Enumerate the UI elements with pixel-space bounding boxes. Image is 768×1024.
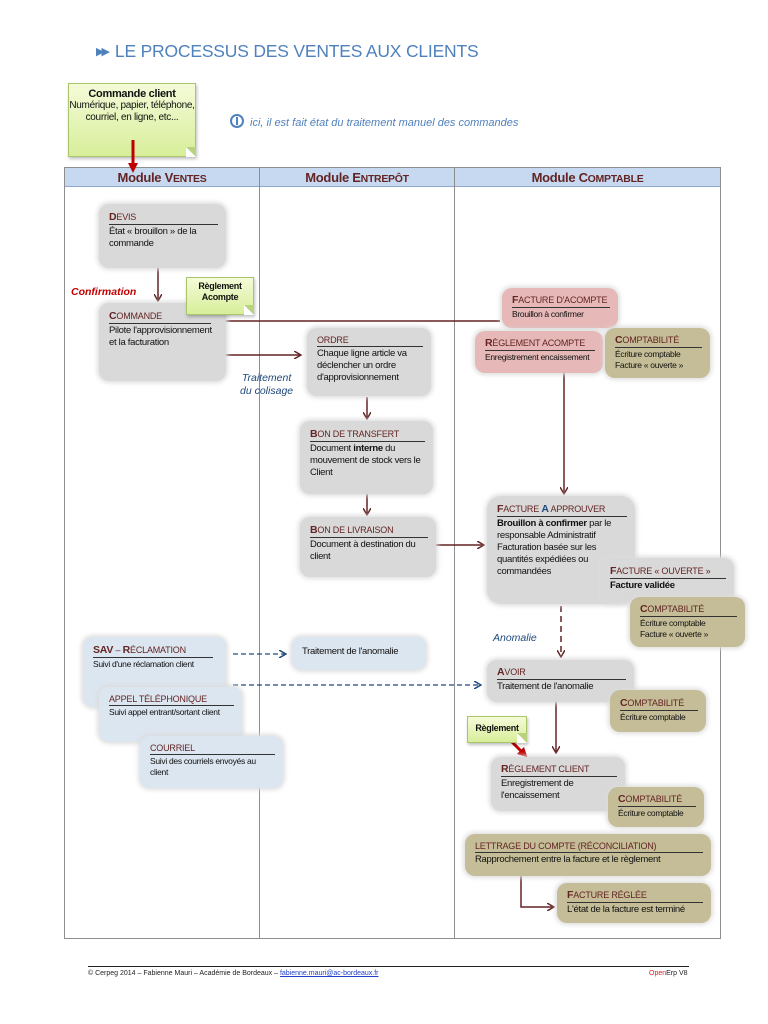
box-body: Suivi appel entrant/sortant client [109,707,220,717]
box-facture-ouverte[interactable]: FACTURE « OUVERTE » Facture validée [600,558,734,602]
box-body: Document interne du mouvement de stock v… [310,443,421,478]
lane-divider [259,168,260,938]
double-chevron-right-icon: ▶▶ [96,46,110,58]
confirmation-label: Confirmation [71,286,137,298]
colisage-label-line: du colisage [240,385,294,397]
lane-header-prefix: Module [305,170,353,185]
box-bon-livraison[interactable]: BON DE LIVRAISON Document à destination … [300,517,436,577]
box-title: FACTURE RÉGLÉE [567,889,703,903]
reglement-acompte-note: Règlement Acompte [186,277,254,315]
box-title: LETTRAGE DU COMPTE (RÉCONCILIATION) [475,841,703,853]
box-reglement-client[interactable]: RÈGLEMENT CLIENT Enregistrement de l'enc… [491,757,625,811]
box-body: Document à destination du client [310,539,416,562]
box-body: Enregistrement encaissement [485,352,590,362]
box-bon-transfert[interactable]: BON DE TRANSFERT Document interne du mou… [300,421,433,494]
lane-header-cap: V [164,170,174,185]
box-body: Facture validée [610,580,675,591]
footer-brand-open: Open [649,970,667,977]
footer-version: OpenErp V8 [649,970,688,977]
box-devis[interactable]: DEVIS État « brouillon » de la commande [99,204,226,268]
box-body: L'état de la facture est terminé [567,904,685,915]
box-body: Suivi des courriels envoyés au client [150,756,256,777]
commande-client-body: Numérique, papier, téléphone, courriel, … [69,100,195,123]
box-facture-reglee[interactable]: FACTURE RÉGLÉE L'état de la facture est … [557,883,711,923]
box-body: Chaque ligne article va déclencher un or… [317,348,407,383]
box-title: BON DE TRANSFERT [310,428,425,442]
box-title: COMMANDE [109,310,211,324]
box-facture-acompte[interactable]: FACTURE D'ACOMPTE Brouillon à confirmer [502,288,618,328]
lane-header-comptable: Module COMPTABLE [455,168,720,187]
info-note: ici, il est fait état du traitement manu… [230,112,518,129]
lane-header-prefix: Module [117,170,165,185]
lane-header-ventes: Module VENTES [65,168,259,187]
reglement-note: Règlement [467,716,527,743]
box-body: Écriture comptable [620,712,686,722]
footer-brand-rest: Erp V8 [666,970,688,977]
info-icon [230,114,244,128]
colisage-label: Traitement du colisage [240,372,293,398]
box-lettrage[interactable]: LETTRAGE DU COMPTE (RÉCONCILIATION) Rapp… [465,834,711,876]
lane-header-rest: ENTES [172,173,207,185]
lane-header-rest: OMPTABLE [587,173,644,185]
box-comptabilite-4[interactable]: COMPTABILITÉ Écriture comptable [608,787,704,827]
box-title: AVOIR [497,666,626,680]
box-appel-telephonique[interactable]: APPEL TÉLÉPHONIQUE Suivi appel entrant/s… [99,687,242,742]
lane-header-cap: E [352,170,361,185]
box-title: COMPTABILITÉ [615,334,702,348]
footer-copyright: © Cerpeg 2014 – Fabienne Mauri – Académi… [88,970,379,977]
box-body: Traitement de l'anomalie [497,681,594,692]
box-title: ORDRE [317,335,423,347]
box-body: Traitement de l'anomalie [302,646,399,657]
box-title: BON DE LIVRAISON [310,524,428,538]
box-ordre[interactable]: ORDRE Chaque ligne article va déclencher… [307,328,431,396]
box-body: Enregistrement de l'encaissement [501,778,574,801]
commande-client-title: Commande client [88,88,176,100]
box-title: SAV – RÉCLAMATION [93,644,213,658]
box-reglement-acompte[interactable]: RÈGLEMENT ACOMPTE Enregistrement encaiss… [475,331,603,373]
lane-header-entrepot: Module ENTREPÔT [260,168,454,187]
box-title: APPEL TÉLÉPHONIQUE [109,694,234,706]
swimlane-diagram: Module VENTES Module ENTREPÔT Module COM… [64,167,721,939]
box-title: COMPTABILITÉ [618,793,696,807]
box-title: COMPTABILITÉ [640,603,737,617]
box-body: Écriture comptable [618,808,684,818]
box-body: Suivi d'une réclamation client [93,659,194,669]
footer-email-link[interactable]: fabienne.mauri@ac-bordeaux.fr [279,970,379,977]
commande-client-note: Commande client Numérique, papier, télép… [68,83,196,157]
box-title: RÈGLEMENT CLIENT [501,763,617,777]
box-title: COMPTABILITÉ [620,697,698,711]
lane-header-cap: C [578,170,588,185]
lane-header-rest: NTREPÔT [360,173,409,185]
page-title: ▶▶ LE PROCESSUS DES VENTES AUX CLIENTS [96,41,479,62]
box-title: DEVIS [109,211,218,225]
colisage-label-line: Traitement [241,372,292,384]
box-title: RÈGLEMENT ACOMPTE [485,337,595,351]
box-courriel[interactable]: COURRIEL Suivi des courriels envoyés au … [140,736,283,788]
box-body: Brouillon à confirmer par le responsable… [497,518,612,577]
box-body: État « brouillon » de la commande [109,226,197,249]
box-body: Pilote l'approvisionnement et la factura… [109,325,212,348]
info-note-text: ici, il est fait état du traitement manu… [250,117,519,129]
box-comptabilite-3[interactable]: COMPTABILITÉ Écriture comptable [610,690,706,732]
box-avoir[interactable]: AVOIR Traitement de l'anomalie [487,660,634,702]
lane-divider [454,168,455,938]
lane-header-prefix: Module [531,170,579,185]
box-body: Brouillon à confirmer [512,309,584,319]
box-title: FACTURE « OUVERTE » [610,565,726,579]
footer-copyright-text: © Cerpeg 2014 – Fabienne Mauri – Académi… [88,970,280,977]
box-title: COURRIEL [150,743,275,755]
box-title: FACTURE A APPROUVER [497,503,627,517]
box-commande[interactable]: COMMANDE Pilote l'approvisionnement et l… [99,303,226,381]
box-body: Rapprochement entre la facture et le règ… [475,854,661,865]
footer-divider [88,966,689,967]
box-traitement-anomalie[interactable]: Traitement de l'anomalie [292,637,426,670]
page-title-text: LE PROCESSUS DES VENTES AUX CLIENTS [114,41,479,61]
box-title: FACTURE D'ACOMPTE [512,294,610,308]
anomalie-label: Anomalie [493,632,537,644]
